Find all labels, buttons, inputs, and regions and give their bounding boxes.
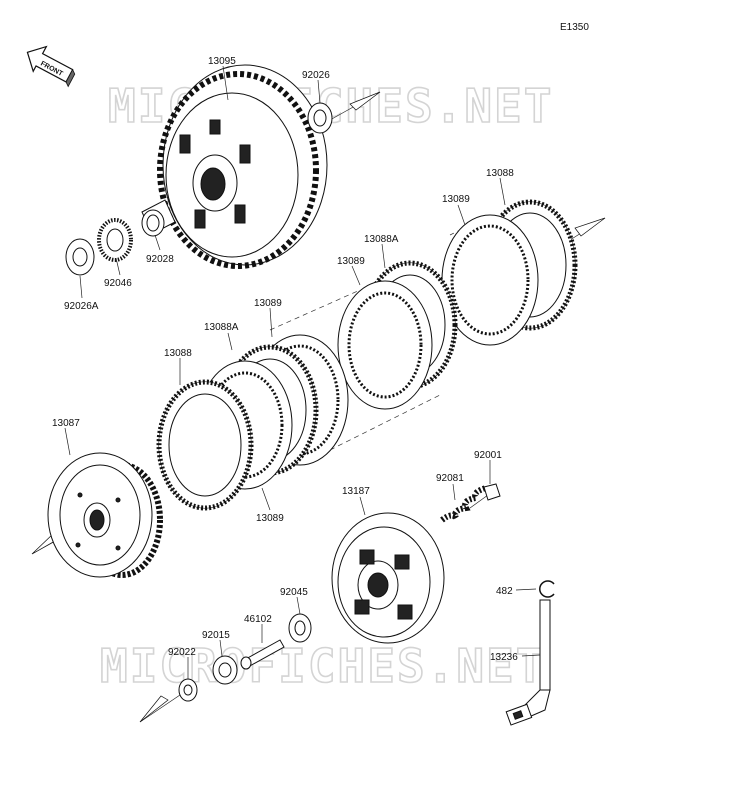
assembly-guide-1 — [269, 289, 361, 331]
label-92026A: 92026A — [64, 301, 99, 312]
label-92028: 92028 — [146, 254, 174, 265]
clutch-housing-13095 — [157, 64, 328, 269]
label-46102: 46102 — [244, 614, 272, 625]
washer-92026A — [65, 238, 95, 276]
label-482: 482 — [496, 586, 513, 597]
label-13187: 13187 — [342, 486, 370, 497]
axis-arrow-top-icon — [329, 91, 381, 121]
label-13236: 13236 — [490, 652, 518, 663]
spring-92081 — [440, 485, 487, 523]
bolt-92001 — [469, 483, 501, 509]
label-13088A-left: 13088A — [204, 322, 239, 333]
front-arrow-icon: FRONT — [26, 45, 76, 88]
label-13089-bottom: 13089 — [256, 513, 284, 524]
axis-arrow-right-icon — [569, 217, 606, 241]
pushrod-46102 — [240, 639, 285, 670]
label-92001: 92001 — [474, 450, 502, 461]
nut-92015 — [212, 655, 238, 685]
bearing-92045 — [288, 613, 312, 643]
label-13088-left: 13088 — [164, 348, 192, 359]
leader-lines — [64, 65, 541, 679]
clutch-hub-13087 — [47, 452, 163, 578]
label-92045: 92045 — [280, 587, 308, 598]
label-92015: 92015 — [202, 630, 230, 641]
label-92081: 92081 — [436, 473, 464, 484]
diagram-code: E1350 — [560, 22, 589, 33]
label-92046: 92046 — [104, 278, 132, 289]
assembly-guide-2 — [329, 394, 441, 451]
sleeve-92028 — [141, 199, 176, 237]
steel-plate-13089-mid — [337, 280, 433, 410]
friction-plate-13088-left — [156, 379, 254, 511]
label-13089-left: 13089 — [254, 298, 282, 309]
steel-plate-13089-top — [441, 214, 539, 346]
washer-92026 — [307, 102, 333, 134]
label-13095: 13095 — [208, 56, 236, 67]
label-13087: 13087 — [52, 418, 80, 429]
axis-arrow-bottom-icon — [139, 694, 181, 723]
watermark-bottom: MICROFICHES.NET — [100, 639, 545, 693]
label-13088-top: 13088 — [486, 168, 514, 179]
label-13089-mid: 13089 — [337, 256, 365, 267]
release-shaft-13236 — [505, 599, 551, 726]
label-13088A-mid: 13088A — [364, 234, 399, 245]
pressure-plate-13187 — [331, 512, 445, 644]
circlip-482 — [539, 580, 555, 598]
washer-92022 — [178, 678, 198, 702]
label-92022: 92022 — [168, 647, 196, 658]
label-13089-top: 13089 — [442, 194, 470, 205]
label-92026: 92026 — [302, 70, 330, 81]
needle-bearing-92046 — [97, 218, 133, 262]
